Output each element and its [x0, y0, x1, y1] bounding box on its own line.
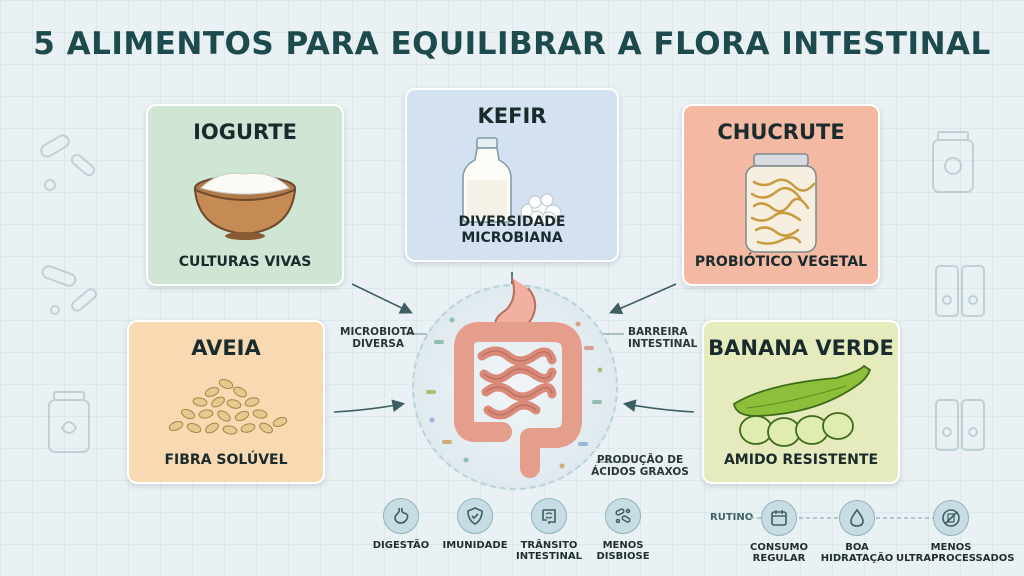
routine-label: RUTINO [710, 512, 754, 523]
arrow-iogurte [351, 283, 413, 314]
benefit-imunidade: IMUNIDADE [430, 498, 520, 551]
intestine-illustration [426, 277, 603, 478]
card-title-aveia: AVEIA [191, 336, 261, 360]
routine-menos-ultraprocessados: MENOS ULTRAPROCESSADOS [896, 500, 1015, 564]
kefir-bottle-icon [462, 137, 562, 224]
benefit-menos-disbiose: MENOS DISBIOSE [578, 498, 668, 562]
yogurt-bowl-icon [193, 172, 297, 240]
card-aveia: AVEIA FIBRA SOLÚVEL [127, 320, 325, 484]
bacteria-decoration-left [40, 134, 97, 315]
calendar-icon [761, 500, 797, 536]
jar-decoration-left [48, 391, 90, 453]
intestine-icon [531, 498, 567, 534]
annotation-barreira: BARREIRA INTESTINAL [628, 326, 698, 350]
water-drop-icon [839, 500, 875, 536]
no-processed-food-icon [933, 500, 969, 536]
card-caption-kefir: DIVERSIDADE MICROBIANA [458, 214, 566, 246]
stomach-icon [383, 498, 419, 534]
shield-check-icon [457, 498, 493, 534]
arrow-banana [622, 399, 695, 413]
card-iogurte: IOGURTE CULTURAS VIVAS [146, 104, 344, 286]
card-caption-aveia: FIBRA SOLÚVEL [164, 452, 288, 468]
card-title-chucrute: CHUCRUTE [717, 120, 845, 144]
benefit-transito: TRÂNSITO INTESTINAL [504, 498, 594, 562]
bacteria-icon [605, 498, 641, 534]
oats-icon [168, 379, 288, 435]
card-kefir: KEFIR DIVERSIDADE MICROBIANA [405, 88, 619, 262]
routine-consumo-regular: CONSUMO REGULAR [734, 500, 824, 564]
cells-decoration-right [935, 265, 985, 451]
annotation-microbiota: MICROBIOTA DIVERSA [340, 326, 415, 350]
card-caption-banana: AMIDO RESISTENTE [723, 452, 879, 468]
page-title: 5 ALIMENTOS PARA EQUILIBRAR A FLORA INTE… [33, 26, 991, 62]
green-banana-icon [733, 364, 872, 447]
card-title-iogurte: IOGURTE [193, 120, 297, 144]
card-title-banana: BANANA VERDE [708, 336, 894, 360]
card-caption-iogurte: CULTURAS VIVAS [178, 254, 312, 270]
card-caption-chucrute: PROBIÓTICO VEGETAL [694, 254, 868, 270]
card-banana: BANANA VERDE AMIDO RESISTENTE [702, 320, 900, 484]
card-title-kefir: KEFIR [477, 104, 547, 128]
routine-boa-hidratacao: BOA HIDRATAÇÃO [812, 500, 902, 564]
annotation-producao: PRODUÇÃO DE ÁCIDOS GRAXOS [591, 454, 689, 478]
arrow-chucrute [609, 283, 677, 315]
benefit-digestao: DIGESTÃO [356, 498, 446, 551]
arrow-aveia [333, 399, 406, 413]
card-chucrute: CHUCRUTE PROBIÓTICO VEGETAL [682, 104, 880, 286]
jar-decoration-right [932, 131, 974, 193]
sauerkraut-jar-icon [745, 153, 817, 253]
